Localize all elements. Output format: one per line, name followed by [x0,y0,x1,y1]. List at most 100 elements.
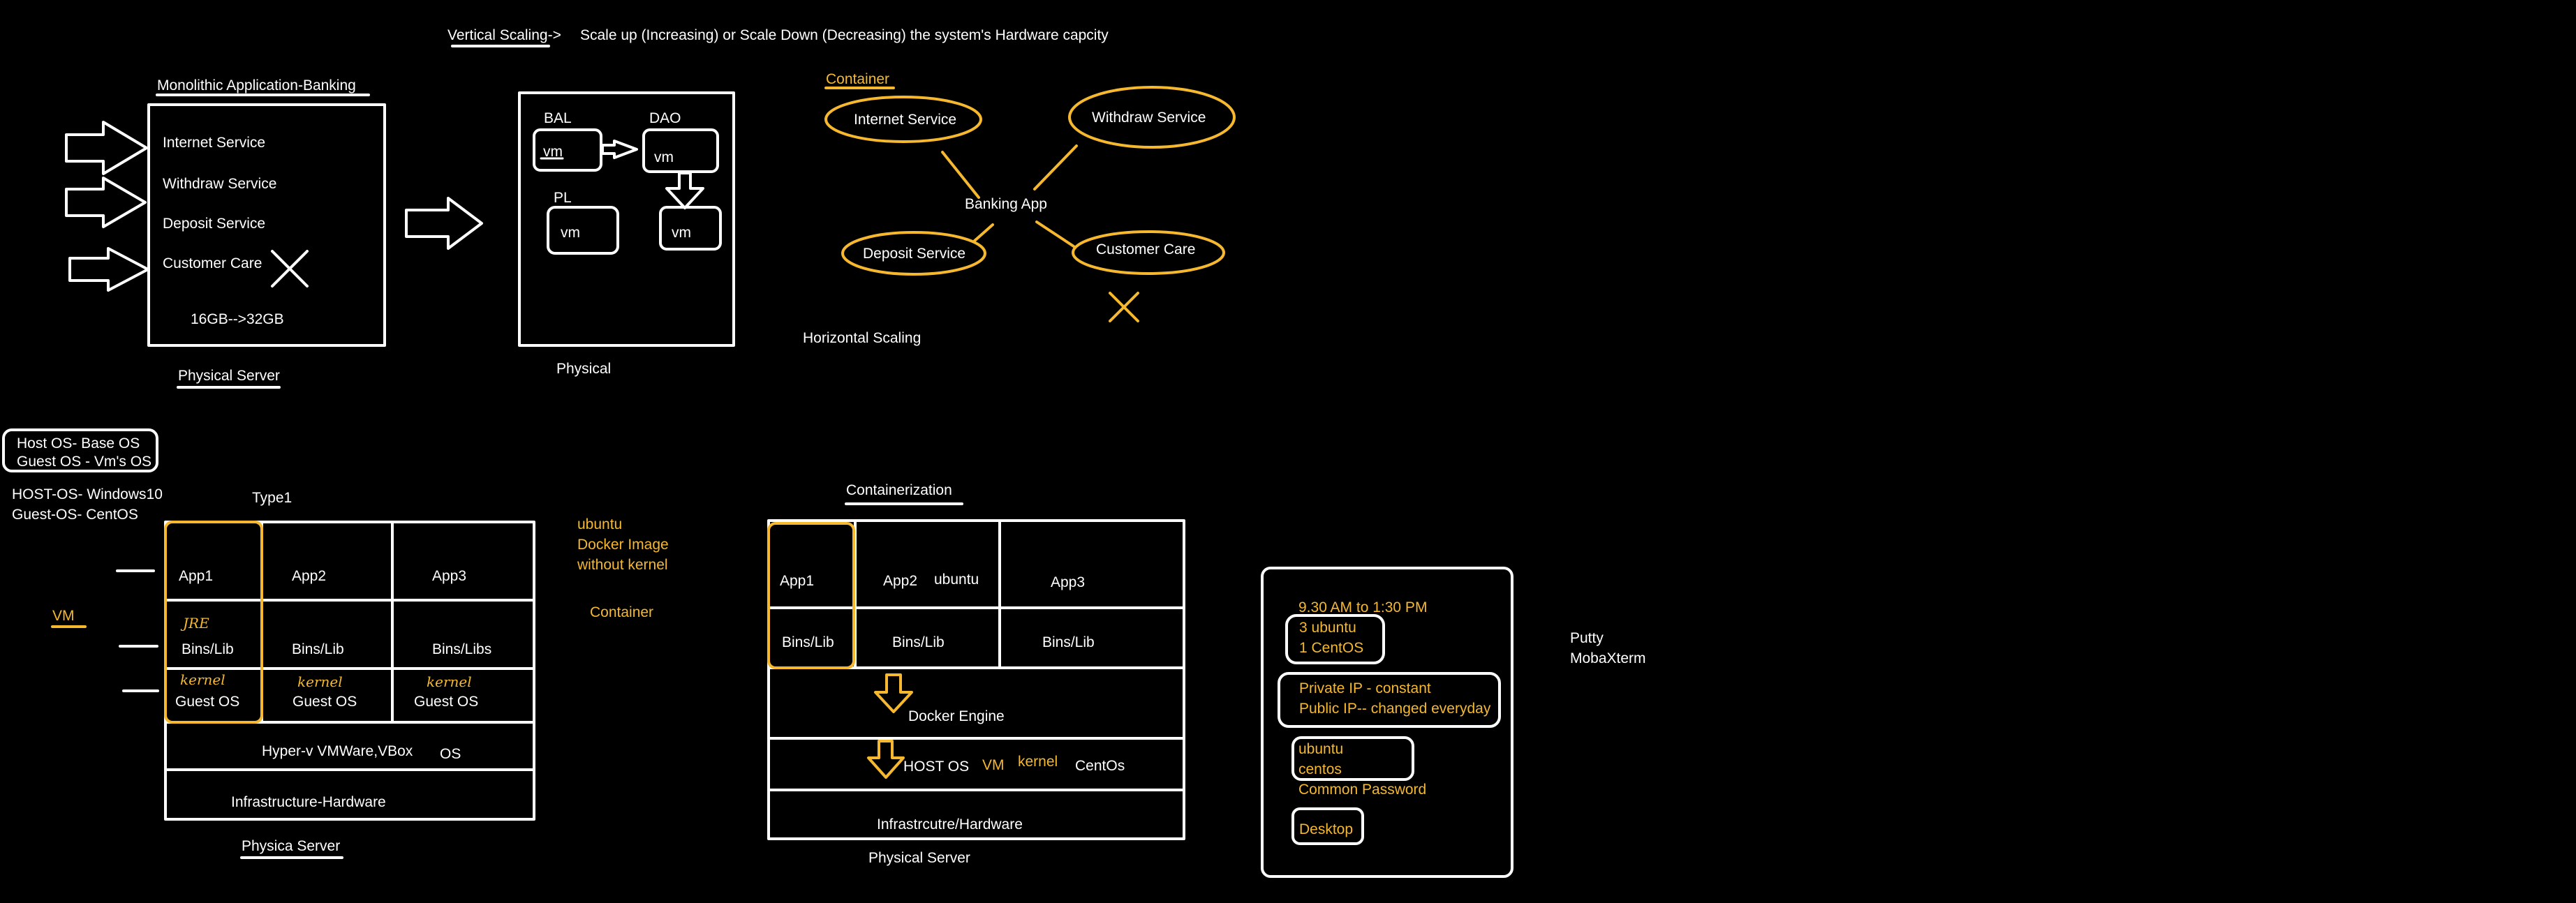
lab-user-ubuntu: ubuntu [1298,741,1344,757]
dao-down-arrow [665,172,704,209]
bal-label: BAL [544,110,572,126]
docker-note-image: Docker Image [577,537,669,553]
cont-vm: VM [982,757,1005,773]
type1-app1: App1 [179,568,214,584]
pl-label: PL [554,190,572,206]
deposit-service-ellipse [841,231,986,276]
container-highlight-box [767,522,855,669]
lab-public-ip: Public IP-- changed everyday [1299,701,1491,717]
host-os-definition: Host OS- Base OS [17,435,140,452]
container-title: Container [826,71,890,87]
vm-label: VM [52,608,75,624]
containerization-table [767,519,1185,840]
host-os-example: HOST-OS- Windows10 [12,486,163,502]
monolith-service-withdraw: Withdraw Service [163,176,277,192]
physical-box [518,91,735,347]
cont-app1: App1 [780,573,815,589]
internet-service-ellipse [824,96,982,143]
vm-label-bal: vm [543,144,563,160]
monolith-service-internet: Internet Service [163,135,266,151]
memory-upgrade: 16GB-->32GB [191,311,284,327]
monolith-service-customer-care: Customer Care [163,255,262,271]
banking-app-label: Banking App [965,196,1047,212]
ip-box [1278,672,1501,728]
migration-arrow [405,197,483,250]
type1-guest-os-2: Guest OS [293,694,357,710]
vm-label-dao: vm [654,149,674,165]
link-withdraw [1033,144,1078,191]
type1-guest-os-3: Guest OS [414,694,479,710]
handwritten-kernel-1: kernel [180,671,225,688]
cont-centos: CentOs [1075,758,1125,774]
vm-box-4 [659,206,722,251]
hypervisor-label: Hyper-v VMWare,VBox [262,743,413,759]
cont-app2-note: ubuntu [934,572,979,588]
type1-table [164,521,535,821]
cont-bins-3: Bins/Lib [1042,634,1095,650]
type1-guest-os-1: Guest OS [175,694,240,710]
handwritten-kernel-2: kernel [297,673,343,690]
lab-machines-centos: 1 CentOS [1299,640,1364,656]
request-arrow-2 [65,177,147,228]
cont-physical-server-caption: Physical Server [868,850,970,866]
monolith-server-box [147,103,386,347]
cont-bins-1: Bins/Lib [782,634,834,650]
link-customer-care [1035,221,1075,248]
scale-cross-b [1109,292,1139,322]
monolith-service-deposit: Deposit Service [163,216,266,232]
lab-user-centos: centos [1298,761,1342,777]
vm-highlight-box [164,521,263,724]
type1-bins-2: Bins/Lib [292,641,344,657]
request-arrow-1 [65,121,148,175]
cont-host-os: HOST OS [903,759,970,775]
lab-notes-box [1261,567,1513,878]
type1-app2: App2 [292,568,327,584]
link-deposit [973,223,994,242]
lab-machines-ubuntu: 3 ubuntu [1299,620,1356,636]
users-box [1291,736,1414,781]
hypervisor-os-label: OS [440,746,461,762]
vm-label-4: vm [672,225,691,241]
vertical-scaling-description: Scale up (Increasing) or Scale Down (Dec… [580,27,1109,43]
cont-kernel: kernel [1018,754,1058,770]
customer-care-cross-b [271,250,309,288]
physical-caption: Physical [556,361,612,377]
lab-time: 9.30 AM to 1:30 PM [1298,599,1428,615]
docker-note-container: Container [590,604,654,620]
container-withdraw-service: Withdraw Service [1092,110,1206,126]
horizontal-scaling-label: Horizontal Scaling [803,330,921,346]
os-definitions-box [2,428,158,472]
link-internet [941,151,980,199]
docker-note-ubuntu: ubuntu [577,516,623,532]
request-arrow-3 [68,247,149,292]
container-customer-care: Customer Care [1096,241,1196,258]
guest-os-example: Guest-OS- CentOS [12,507,138,523]
docker-engine-label: Docker Engine [908,708,1005,724]
container-deposit-service: Deposit Service [863,246,966,262]
cont-app2: App2 [883,573,918,589]
bal-dao-arrow [601,140,638,159]
machines-box [1285,614,1385,664]
tool-putty: Putty [1570,630,1604,646]
type1-bins-3: Bins/Libs [432,641,492,657]
vm-box-pl [547,206,619,255]
container-internet-service: Internet Service [854,112,957,128]
lab-common-password: Common Password [1298,782,1427,798]
guest-os-definition: Guest OS - Vm's OS [17,454,152,470]
tool-mobaxterm: MobaXterm [1570,650,1646,666]
type1-app3: App3 [432,568,467,584]
cont-infra: Infrastrcutre/Hardware [877,816,1023,833]
monolith-title: Monolithic Application-Banking [157,77,356,94]
type1-title: Type1 [252,490,293,506]
handwritten-jre: JRE [183,615,209,632]
dao-label: DAO [649,110,681,126]
type1-infra: Infrastructure-Hardware [231,794,386,810]
physical-server-caption: Physical Server [178,368,280,384]
containerization-title: Containerization [846,482,952,498]
vm-label-pl: vm [561,225,580,241]
desktop-box [1291,807,1364,845]
host-os-arrow [867,740,905,779]
cont-app3: App3 [1051,574,1086,590]
